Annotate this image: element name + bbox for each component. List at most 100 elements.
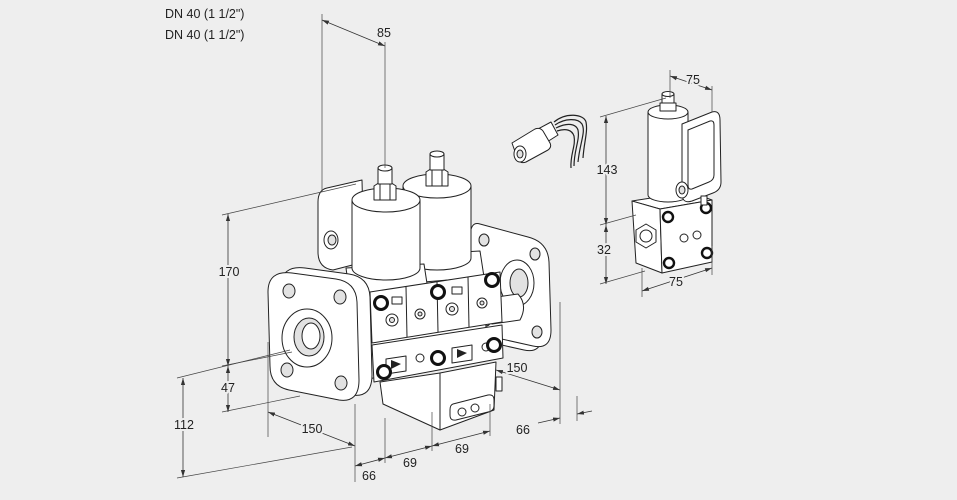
cable-wire xyxy=(556,129,576,169)
flow-arrow-icon xyxy=(457,349,467,358)
test-nipple xyxy=(415,353,425,363)
detail-indicator-lens-inner xyxy=(678,185,686,195)
solenoid-2-nut xyxy=(425,167,449,187)
dimension-detail-coil-height: 143 xyxy=(595,97,667,226)
connector-pin xyxy=(457,407,467,417)
screw-icon xyxy=(484,272,500,288)
module-divider xyxy=(467,276,470,328)
dimension-chain-bottom: 66 69 69 xyxy=(354,404,491,485)
dimension-label: 66 xyxy=(362,469,376,483)
detail-pin xyxy=(700,195,708,206)
main-valve-dimensions: 85 170 47 112 150 xyxy=(172,14,593,485)
bottom-module-side xyxy=(379,372,441,431)
solenoid-1-nut xyxy=(373,181,397,201)
cable-wire xyxy=(554,119,584,163)
cable-wire xyxy=(555,123,580,167)
dimension-line xyxy=(641,267,713,292)
left-flange xyxy=(267,267,373,401)
dimension-label: 85 xyxy=(377,26,391,40)
bolt-hole xyxy=(333,289,347,305)
screw-icon xyxy=(661,210,675,224)
detail-cover xyxy=(681,111,722,203)
dimension-left-depth: 150 xyxy=(267,342,356,482)
dimension-label: 112 xyxy=(174,418,194,432)
solenoid-coil-1 xyxy=(351,199,421,281)
connector-pin xyxy=(470,403,480,413)
dimension-label: 75 xyxy=(669,275,683,289)
dimension-label: 69 xyxy=(403,456,417,470)
detail-nut xyxy=(659,102,677,112)
right-flange-bore xyxy=(509,268,529,298)
dimension-detail-top-width: 75 xyxy=(669,70,713,112)
dimension-label: 143 xyxy=(597,163,618,177)
dimension-label: 75 xyxy=(686,73,700,87)
dimension-line xyxy=(354,457,386,467)
dimension-label: 170 xyxy=(219,265,240,279)
bolt-hole xyxy=(529,247,541,261)
extension-line xyxy=(599,270,646,285)
bracket-hole-inner xyxy=(327,234,337,246)
extension-line xyxy=(221,183,357,216)
screw-icon xyxy=(373,295,389,311)
bolt-hole xyxy=(478,233,490,247)
main-valve xyxy=(267,150,552,431)
nominal-size-line-1: DN 40 (1 1/2") xyxy=(165,7,244,21)
actuator-detail-dimensions: 75 143 32 75 xyxy=(595,70,713,297)
module-label-plate xyxy=(451,286,463,295)
flow-arrow-icon xyxy=(391,360,401,369)
screw-icon xyxy=(486,337,502,353)
bolt-hole xyxy=(282,283,296,299)
test-nipple-center xyxy=(417,311,423,317)
test-nipple-center xyxy=(389,317,395,323)
connector-face-inner xyxy=(516,149,524,159)
screw-icon xyxy=(662,256,676,270)
screw-icon xyxy=(430,284,446,300)
module-label-plate xyxy=(391,296,403,305)
solenoid-2-stem-cap xyxy=(429,150,445,158)
dimension-height-upper: 170 xyxy=(217,183,357,367)
test-nipple-center xyxy=(449,306,455,312)
extension-line xyxy=(221,395,301,413)
dimension-detail-base-height: 32 xyxy=(595,225,646,285)
dimension-label: 66 xyxy=(516,423,530,437)
test-nipple-center xyxy=(479,300,485,306)
bolt-hole xyxy=(334,375,348,391)
detail-stem-cap xyxy=(661,91,675,97)
extension-line xyxy=(176,349,291,379)
dimension-label: 32 xyxy=(597,243,611,257)
dimension-top-width: 85 xyxy=(321,14,393,192)
dimension-line xyxy=(267,411,356,447)
detail-cover-inset xyxy=(687,120,715,190)
dimension-line xyxy=(537,417,561,424)
test-nipple xyxy=(679,233,689,243)
dimension-right-depth: 150 xyxy=(495,302,561,424)
dimension-label: 69 xyxy=(455,442,469,456)
bolt-hole xyxy=(531,325,543,339)
extension-line xyxy=(599,214,637,226)
dimension-line xyxy=(576,410,593,415)
nominal-size-line-2: DN 40 (1 1/2") xyxy=(165,28,244,42)
dimension-height-lower: 112 xyxy=(172,349,353,479)
hex-nut-bore xyxy=(639,229,653,243)
dimension-right-offset: 66 xyxy=(514,396,593,439)
dimension-label: 150 xyxy=(302,422,323,436)
screw-icon xyxy=(700,246,714,260)
dimension-label: 150 xyxy=(507,361,528,375)
dimension-line xyxy=(384,445,433,459)
pressure-pin xyxy=(495,376,503,392)
actuator-detail xyxy=(631,91,722,274)
screws xyxy=(373,272,502,380)
extension-line xyxy=(176,446,353,479)
dimension-line xyxy=(431,430,491,447)
test-nipple xyxy=(692,230,702,240)
bolt-hole xyxy=(280,362,294,378)
dimension-detail-base-width: 75 xyxy=(641,246,713,297)
dimension-label: 47 xyxy=(221,381,235,395)
screw-icon xyxy=(376,364,392,380)
left-flange-bore-inner xyxy=(301,322,321,350)
module-divider xyxy=(405,286,408,338)
dimension-line xyxy=(669,75,713,91)
dimension-line xyxy=(495,369,561,391)
extension-line xyxy=(599,97,667,118)
